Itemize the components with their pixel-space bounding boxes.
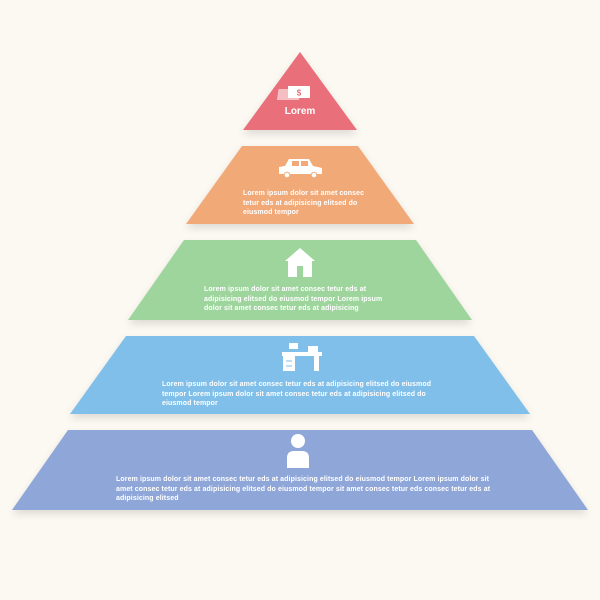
top-tier-label: Lorem <box>284 106 316 117</box>
pyramid-tier-4 <box>70 336 530 414</box>
money-icon-glyph: $ <box>297 89 302 98</box>
person-icon <box>287 434 309 468</box>
desk-icon <box>282 343 322 371</box>
house-icon <box>285 248 315 277</box>
money-icon: $ <box>276 86 310 100</box>
car-icon <box>279 159 322 179</box>
tier-2-text: Lorem ipsum dolor sit amet consec tetur … <box>243 190 365 216</box>
pyramid-tier-3 <box>128 240 472 320</box>
pyramid-tier-2 <box>186 146 414 224</box>
base-tier-text: Lorem ipsum dolor sit amet consec tetur … <box>116 476 491 502</box>
tier-4-text: Lorem ipsum dolor sit amet consec tetur … <box>162 381 432 407</box>
pyramid-tier-base <box>12 430 588 510</box>
tier-3-text: Lorem ipsum dolor sit amet consec tetur … <box>204 286 383 312</box>
